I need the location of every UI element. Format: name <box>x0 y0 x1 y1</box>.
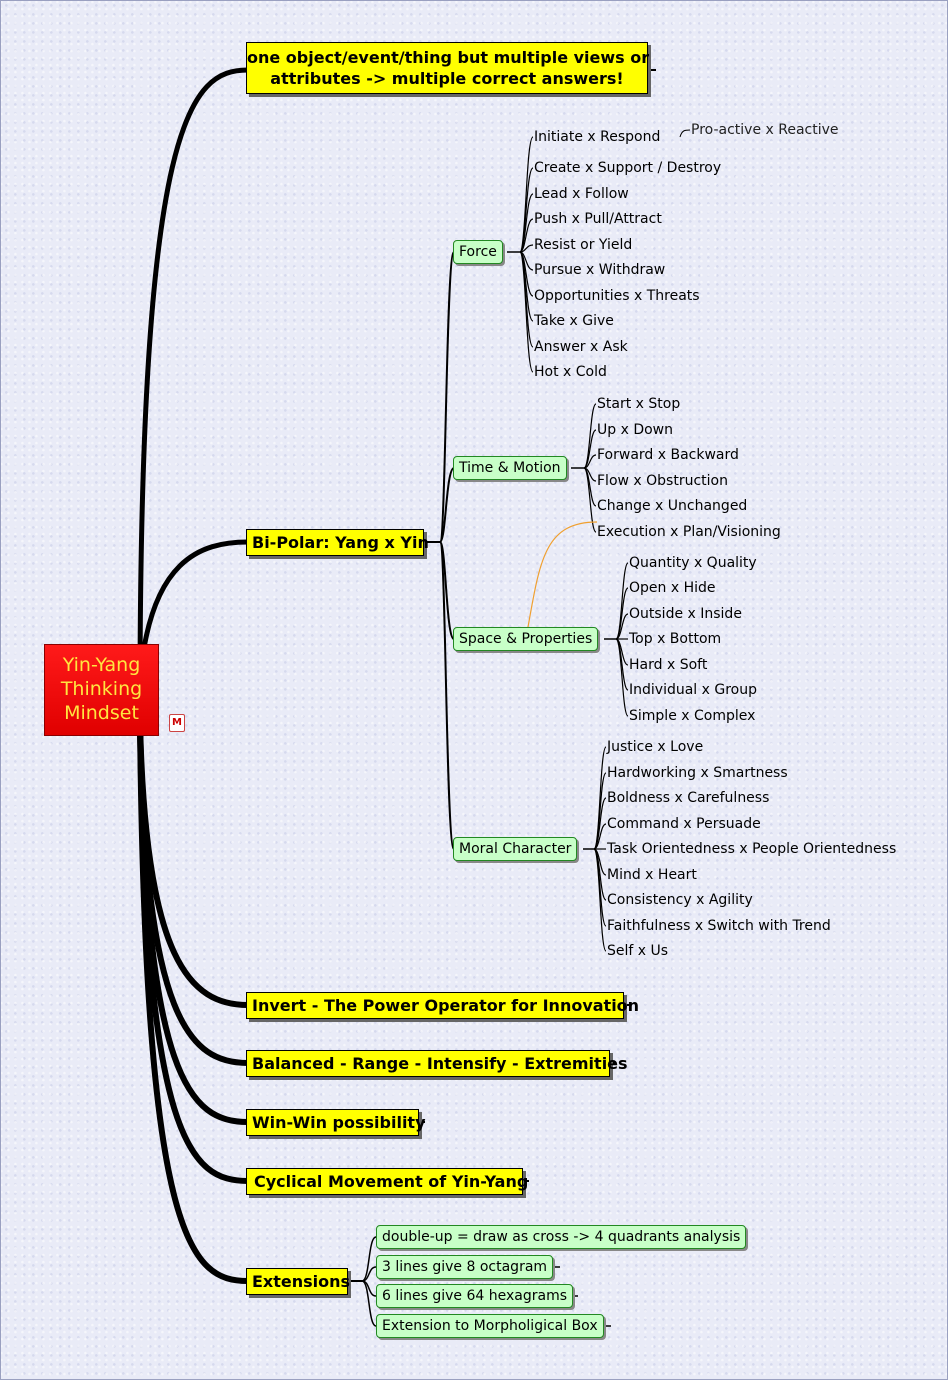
moral-item[interactable]: Justice x Love <box>607 739 704 755</box>
time-item[interactable]: Up x Down <box>597 422 673 438</box>
force-item[interactable]: Opportunities x Threats <box>534 288 700 304</box>
topic-invert[interactable]: Invert - The Power Operator for Innovati… <box>246 992 639 1019</box>
force-item[interactable]: Create x Support / Destroy <box>534 160 722 176</box>
force-item[interactable]: Pursue x Withdraw <box>534 262 666 278</box>
space-item[interactable]: Individual x Group <box>629 682 757 698</box>
moral-item[interactable]: Hardworking x Smartness <box>607 765 788 781</box>
space-item[interactable]: Simple x Complex <box>629 708 756 724</box>
topic-bipolar[interactable]: Bi-Polar: Yang x Yin <box>246 529 429 556</box>
subtopic-force[interactable]: Force <box>453 240 503 264</box>
topic-one-object[interactable]: one object/event/thing but multiple view… <box>246 42 650 94</box>
root-line-2: Thinking <box>60 678 143 700</box>
topic-one-object-line-1: one object/event/thing but multiple view… <box>247 48 650 67</box>
root-line-1: Yin-Yang <box>62 654 141 676</box>
extension-item[interactable]: Extension to Morpholigical Box <box>376 1314 604 1338</box>
time-item[interactable]: Start x Stop <box>597 396 681 412</box>
force-item[interactable]: Take x Give <box>534 313 614 329</box>
extension-item[interactable]: double-up = draw as cross -> 4 quadrants… <box>376 1225 747 1249</box>
space-item[interactable]: Open x Hide <box>629 580 716 596</box>
space-item[interactable]: Hard x Soft <box>629 657 708 673</box>
moral-item[interactable]: Mind x Heart <box>607 867 697 883</box>
force-item[interactable]: Lead x Follow <box>534 186 629 202</box>
topic-extensions[interactable]: Extensions <box>246 1268 350 1295</box>
subtopic-space-properties[interactable]: Space & Properties <box>453 627 599 651</box>
subtopic-time-motion[interactable]: Time & Motion <box>453 456 567 480</box>
space-item[interactable]: Outside x Inside <box>629 606 742 622</box>
time-item[interactable]: Forward x Backward <box>597 447 739 463</box>
topic-one-object-line-2: attributes -> multiple correct answers! <box>270 69 624 88</box>
moral-item[interactable]: Boldness x Carefulness <box>607 790 770 806</box>
moral-item[interactable]: Consistency x Agility <box>607 892 753 908</box>
force-note[interactable]: Pro-active x Reactive <box>691 122 839 138</box>
topic-winwin[interactable]: Win-Win possibility <box>246 1109 426 1136</box>
force-item[interactable]: Hot x Cold <box>534 364 607 380</box>
subtopic-moral-character[interactable]: Moral Character <box>453 837 578 861</box>
mindmap-icon[interactable]: M <box>169 714 185 732</box>
extension-item[interactable]: 3 lines give 8 octagram <box>376 1255 554 1279</box>
force-item[interactable]: Initiate x Respond <box>534 129 661 145</box>
topic-balanced[interactable]: Balanced - Range - Intensify - Extremiti… <box>246 1050 628 1077</box>
space-item[interactable]: Quantity x Quality <box>629 555 757 571</box>
extension-item[interactable]: 6 lines give 64 hexagrams <box>376 1284 574 1308</box>
root-topic[interactable]: Yin-Yang Thinking Mindset <box>44 644 159 736</box>
moral-item[interactable]: Command x Persuade <box>607 816 761 832</box>
root-line-3: Mindset <box>64 702 139 724</box>
force-item[interactable]: Resist or Yield <box>534 237 633 253</box>
time-item[interactable]: Execution x Plan/Visioning <box>597 524 781 540</box>
time-item[interactable]: Change x Unchanged <box>597 498 748 514</box>
space-item[interactable]: Top x Bottom <box>629 631 722 647</box>
topic-cyclical[interactable]: Cyclical Movement of Yin-Yang <box>246 1168 528 1195</box>
force-item[interactable]: Push x Pull/Attract <box>534 211 662 227</box>
force-item[interactable]: Answer x Ask <box>534 339 628 355</box>
moral-item[interactable]: Task Orientedness x People Orientedness <box>607 841 897 857</box>
moral-item[interactable]: Self x Us <box>607 943 669 959</box>
moral-item[interactable]: Faithfulness x Switch with Trend <box>607 918 831 934</box>
time-item[interactable]: Flow x Obstruction <box>597 473 728 489</box>
